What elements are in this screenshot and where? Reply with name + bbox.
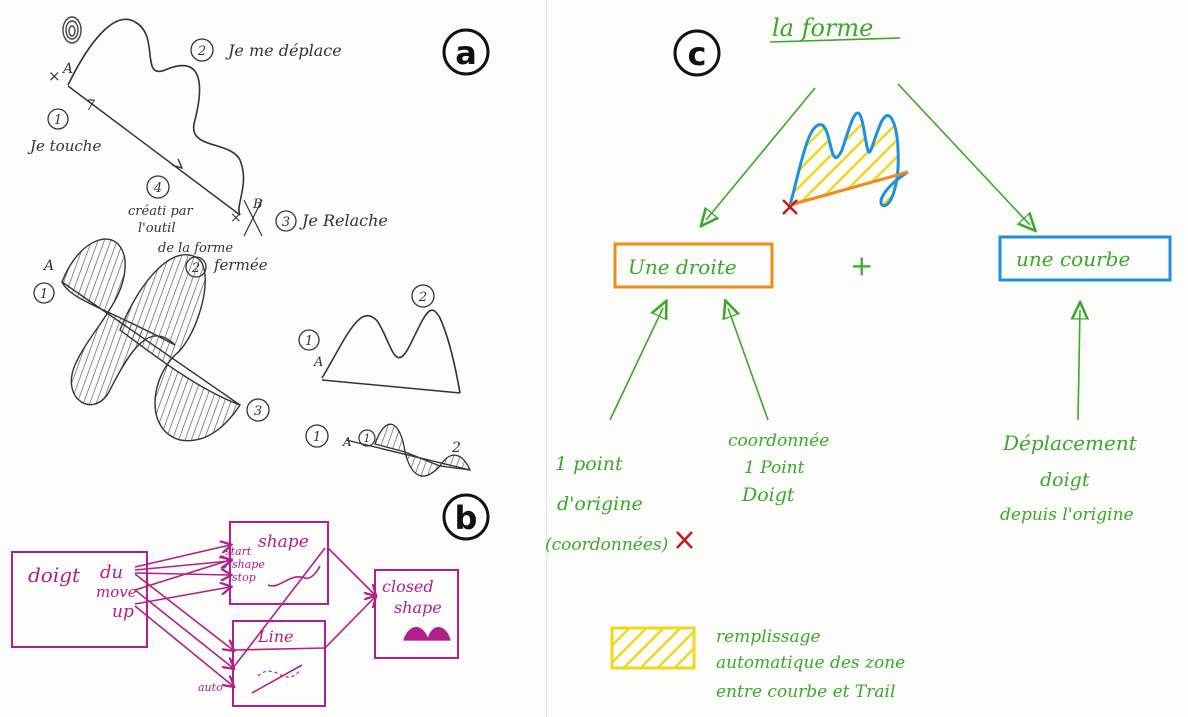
panel-c-badge: c: [673, 29, 721, 77]
sketch3-step1: 1: [305, 334, 313, 349]
title-la-forme: la forme: [772, 14, 873, 42]
sketch-hatched-shape: A 1 3: [33, 238, 270, 442]
panel-c-letter: c: [688, 35, 707, 73]
sketch3-step2: 2: [418, 290, 427, 305]
shape-item-stop: stop: [232, 571, 256, 584]
leaf3-line3: depuis l'origine: [1000, 505, 1134, 525]
step4-number: 4: [153, 181, 162, 196]
step4-line-3: de la forme: [158, 241, 233, 256]
legend-line3: entre courbe et Trail: [716, 682, 895, 702]
legend-line1: remplissage: [716, 627, 821, 647]
panel-a-badge: a: [442, 28, 490, 76]
sketch4-inner: 1: [364, 432, 371, 445]
sketch2-point-a: A: [42, 258, 54, 274]
step3-text: Je Relache: [299, 211, 388, 230]
shape-item-start: start: [225, 545, 252, 558]
svg-text:×: ×: [48, 67, 61, 85]
plus-sign: +: [850, 249, 873, 282]
step2b-text: fermée: [213, 256, 268, 274]
pencil-spiral: [62, 16, 82, 44]
leaf2-line2: 1 Point: [744, 458, 805, 478]
panel-a-letter: a: [455, 34, 477, 72]
svg-text:7: 7: [86, 98, 95, 114]
panel-b-letter: b: [455, 499, 478, 537]
sketch4-step2: 2: [451, 440, 461, 456]
input-label-doigt: doigt: [28, 563, 81, 587]
legend-swatch: [610, 626, 696, 670]
leaf1-line3: (coordonnées): [545, 535, 668, 555]
leaf1-line2: d'origine: [557, 493, 643, 515]
input-label-du: du: [100, 562, 123, 583]
point-a-label: A: [61, 61, 73, 77]
cross-mark: [676, 531, 693, 549]
svg-text:×: ×: [230, 210, 242, 226]
leaf3-line2: doigt: [1040, 469, 1090, 491]
line-title: Line: [257, 627, 294, 646]
sketch2-step3: 3: [254, 404, 262, 419]
sketch2-step1: 1: [40, 287, 48, 302]
input-label-move: move: [96, 583, 137, 601]
closed-line-1: closed: [382, 577, 434, 596]
panel-divider: [546, 0, 547, 717]
point-b-label: B: [252, 197, 263, 212]
step1-text: Je touche: [27, 137, 101, 155]
shape-item-shape: shape: [232, 558, 265, 571]
sketch4-point-a: A: [342, 435, 352, 449]
step4-line-1: créati par: [128, 204, 194, 219]
leaf2-line1: coordonnée: [728, 431, 829, 451]
closed-line-2: shape: [394, 598, 442, 617]
box-une-courbe: [998, 235, 1172, 282]
box-right-label: une courbe: [1016, 247, 1130, 271]
shape-title: shape: [258, 532, 309, 552]
sketch-touch-move-release: × A 7 1 Je touche 2 Je me déplace × B 3 …: [27, 18, 388, 278]
step1-number: 1: [54, 113, 62, 128]
sketch-small-wave: 1 A 1 2: [305, 423, 472, 477]
leaf2-line3: Doigt: [741, 484, 795, 506]
step3-number: 3: [282, 215, 290, 230]
step2-text: Je me déplace: [225, 41, 342, 60]
shape-illustration: [782, 111, 909, 215]
legend-line2: automatique des zone: [716, 653, 905, 673]
input-label-up: up: [112, 602, 134, 622]
leaf1-line1: 1 point: [555, 453, 623, 475]
box-closed-shape: [374, 569, 459, 659]
sketch-curve-baseline: 1 A 2: [298, 284, 461, 394]
panel-b: b doigt du move up shape start shape sto…: [11, 493, 490, 707]
step4-line-2: l'outil: [138, 221, 175, 236]
leaf3-line1: Déplacement: [1002, 431, 1138, 455]
panel-b-badge: b: [442, 493, 490, 541]
sketch4-step1: 1: [313, 430, 321, 445]
box-une-droite: [613, 242, 774, 289]
panel-c: c la forme Une droite + une courbe 1 poi…: [545, 14, 1172, 702]
panel-a: a × A 7 1 Je touche 2 Je me déplace × B …: [27, 16, 490, 477]
step2-number: 2: [197, 44, 206, 59]
line-side-label: auto: [198, 681, 223, 694]
box-left-label: Une droite: [628, 255, 737, 279]
sketch3-point-a: A: [313, 355, 323, 370]
